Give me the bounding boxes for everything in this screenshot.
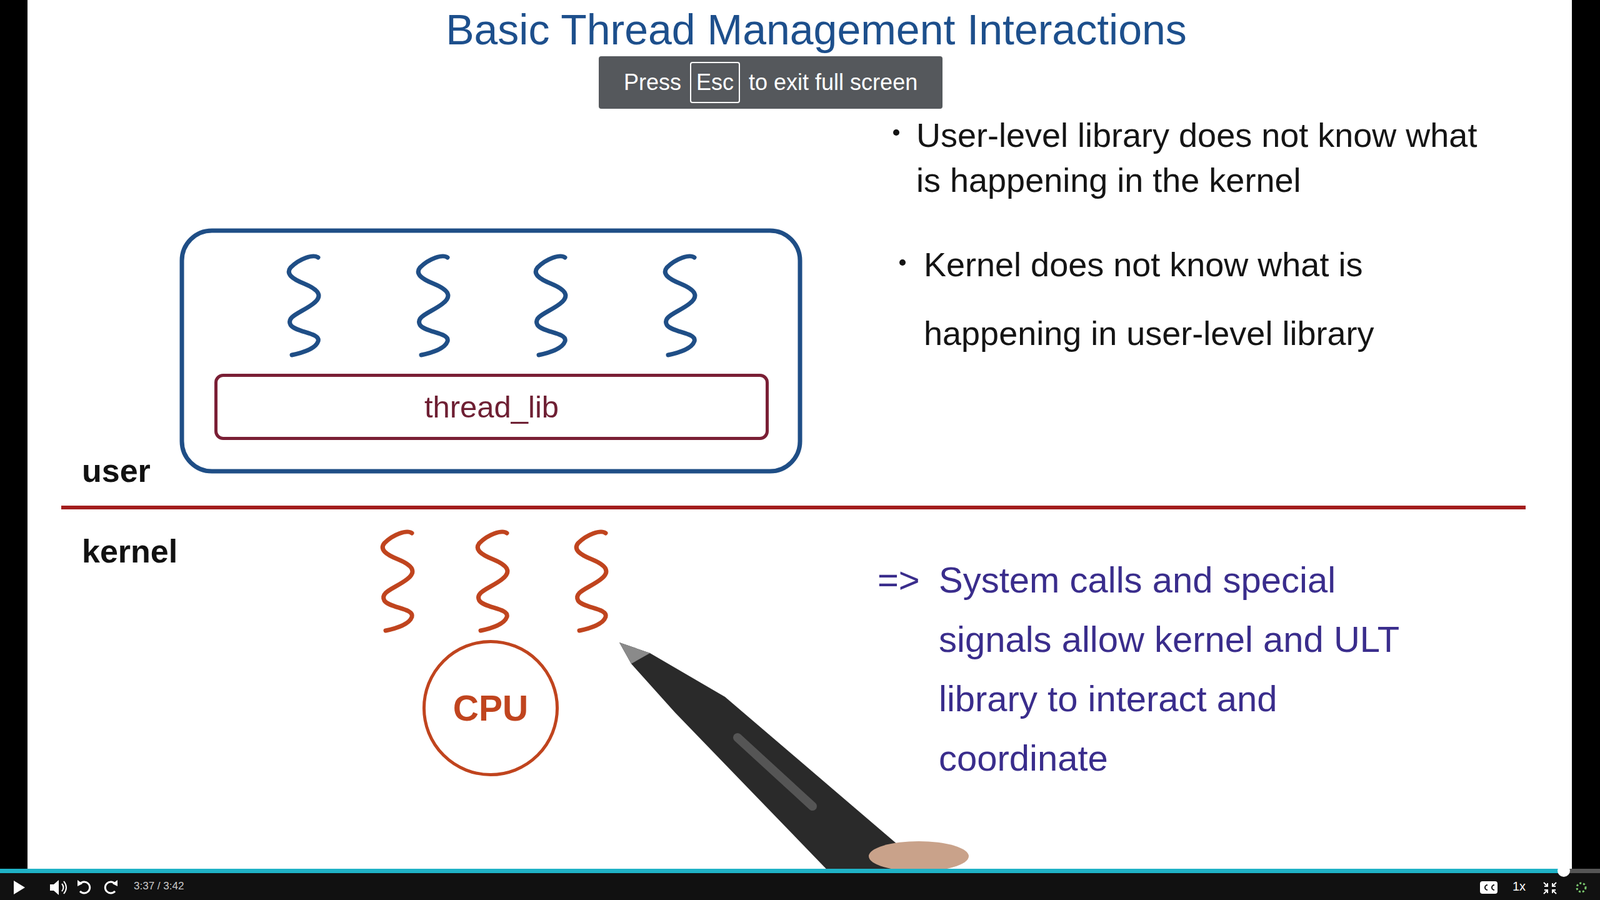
kernel-thread [576, 531, 607, 631]
bullet-note: Kernel does not know what is happening i… [923, 230, 1512, 368]
captions-icon [1485, 885, 1495, 890]
region-label: kernel [81, 531, 178, 571]
play-icon [13, 880, 25, 895]
process-box [181, 230, 800, 472]
fullscreen-toast: Press Esc to exit full screen [598, 56, 943, 109]
kernel-thread [477, 531, 508, 631]
user-thread [418, 256, 449, 355]
bullet-dot [899, 259, 906, 266]
boundary-line [61, 505, 1526, 510]
node-label: thread_lib [424, 389, 559, 425]
site-icon [1576, 883, 1586, 892]
side-bar [1571, 0, 1600, 870]
progress-knob [1557, 864, 1570, 877]
library-box: thread_lib [214, 373, 769, 440]
key-badge: Esc [690, 61, 740, 104]
volume-icon [50, 880, 59, 895]
cpu-circle: CPU [421, 638, 560, 778]
bullet-dot [893, 129, 900, 136]
node-label: CPU [453, 687, 529, 729]
side-bar [0, 0, 28, 870]
volume-icon [61, 881, 67, 894]
kernel-thread [382, 531, 413, 631]
diagram-title: Basic Thread Management Interactions [445, 6, 1187, 54]
rewind-icon [77, 880, 83, 887]
time-display: 3:37 / 3:42 [133, 880, 184, 893]
captions-icon [1480, 881, 1498, 894]
user-thread [665, 256, 695, 355]
circle-outline [423, 641, 557, 775]
fullscreen-icon [1543, 882, 1557, 894]
progress-bar [0, 868, 1564, 874]
pen-clip [737, 737, 813, 807]
overlay-text: Press [623, 69, 682, 96]
bullet-note: User-level library does not know what is… [916, 112, 1504, 203]
region-label: user [81, 451, 151, 490]
overlay-text: to exit full screen [748, 69, 918, 96]
arrow-symbol: => [877, 550, 920, 610]
user-thread [535, 256, 566, 355]
player-bar [0, 869, 1600, 900]
forward-icon [112, 880, 118, 887]
user-thread [288, 256, 319, 355]
speed-label: 1x [1512, 878, 1526, 894]
note-text: System calls and special signals allow k… [938, 550, 1439, 788]
hand [868, 841, 969, 872]
pen-tip [619, 642, 650, 664]
